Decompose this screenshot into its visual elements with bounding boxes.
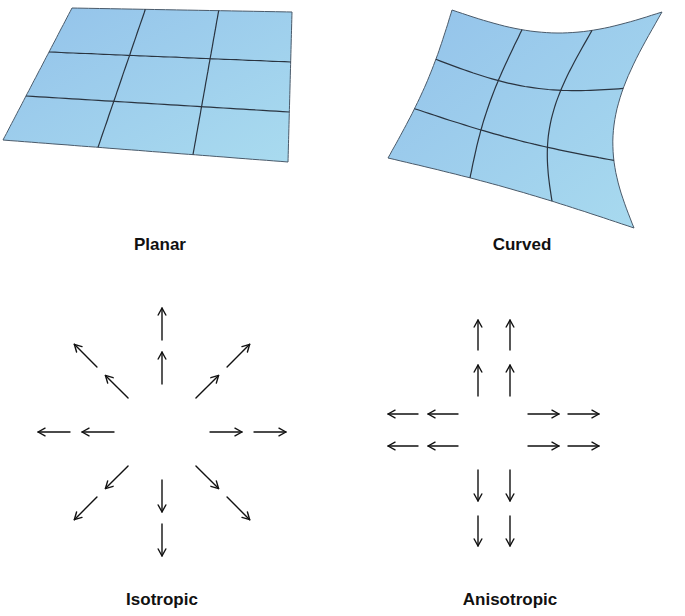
arrow-shaft	[161, 480, 162, 512]
arrow-shaft	[196, 375, 219, 398]
arrow-head	[82, 428, 89, 436]
arrow-shaft	[196, 466, 219, 489]
arrow-head	[74, 344, 82, 352]
arrow-head	[506, 320, 514, 327]
arrow-shaft	[74, 497, 97, 520]
arrow-shaft	[568, 445, 599, 446]
arrow-head	[428, 410, 435, 418]
grid-line	[98, 9, 145, 147]
arrow-head	[506, 365, 514, 372]
arrow-head	[211, 481, 219, 489]
arrow-shaft	[105, 375, 128, 398]
curved-surface	[388, 10, 662, 228]
arrow-shaft	[509, 320, 510, 350]
arrow-head	[211, 375, 219, 383]
panel-label: Planar	[134, 235, 186, 255]
arrow-shaft	[254, 431, 286, 432]
grid-line	[415, 109, 614, 161]
arrow-shaft	[428, 413, 458, 414]
grid-line	[26, 96, 289, 112]
arrow-head	[279, 428, 286, 436]
planar-surface	[3, 8, 292, 162]
arrow-shaft	[105, 466, 128, 489]
panel-label: Anisotropic	[463, 590, 557, 610]
arrow-head	[552, 410, 559, 418]
isotropic-arrows	[38, 308, 286, 556]
arrow-shaft	[477, 470, 478, 501]
arrow-shaft	[477, 320, 478, 350]
arrow-head	[506, 539, 514, 546]
arrow-head	[158, 352, 166, 359]
panel-label: Isotropic	[126, 590, 198, 610]
arrow-shaft	[568, 413, 599, 414]
arrow-head	[474, 494, 482, 501]
arrow-shaft	[82, 431, 114, 432]
arrow-head	[592, 442, 599, 450]
arrow-shaft	[528, 445, 559, 446]
arrow-shaft	[477, 365, 478, 396]
arrow-shaft	[428, 445, 458, 446]
arrow-shaft	[388, 413, 418, 414]
grid-line	[470, 30, 522, 178]
arrow-shaft	[38, 431, 70, 432]
grid-line	[49, 52, 291, 62]
arrow-head	[474, 365, 482, 372]
arrow-shaft	[161, 308, 162, 340]
arrow-head	[105, 375, 113, 383]
arrow-head	[158, 308, 166, 315]
arrow-head	[235, 428, 242, 436]
arrow-shaft	[227, 497, 250, 520]
arrow-shaft	[477, 516, 478, 546]
panel-label: Curved	[493, 235, 552, 255]
arrow-head	[38, 428, 45, 436]
arrow-head	[552, 442, 559, 450]
arrow-shaft	[161, 352, 162, 384]
arrow-head	[105, 481, 113, 489]
arrow-shaft	[227, 344, 250, 367]
arrow-head	[474, 320, 482, 327]
arrow-head	[74, 512, 82, 520]
arrow-head	[242, 512, 250, 520]
arrow-shaft	[388, 445, 418, 446]
arrow-shaft	[509, 365, 510, 396]
arrow-head	[506, 494, 514, 501]
sheet-outline	[388, 10, 662, 228]
arrow-shaft	[74, 344, 97, 367]
arrow-head	[474, 539, 482, 546]
arrow-head	[428, 442, 435, 450]
arrow-head	[158, 505, 166, 512]
grid-line	[436, 59, 623, 90]
arrow-shaft	[509, 516, 510, 546]
arrow-head	[158, 549, 166, 556]
arrow-shaft	[210, 431, 242, 432]
arrow-head	[388, 410, 395, 418]
grid-line	[193, 11, 219, 155]
arrow-shaft	[509, 470, 510, 501]
arrow-shaft	[528, 413, 559, 414]
grid-line	[547, 30, 592, 201]
arrow-head	[388, 442, 395, 450]
arrow-head	[242, 344, 250, 352]
arrow-head	[592, 410, 599, 418]
anisotropic-arrows	[388, 320, 599, 546]
arrow-shaft	[161, 524, 162, 556]
sheet-outline	[3, 8, 292, 162]
